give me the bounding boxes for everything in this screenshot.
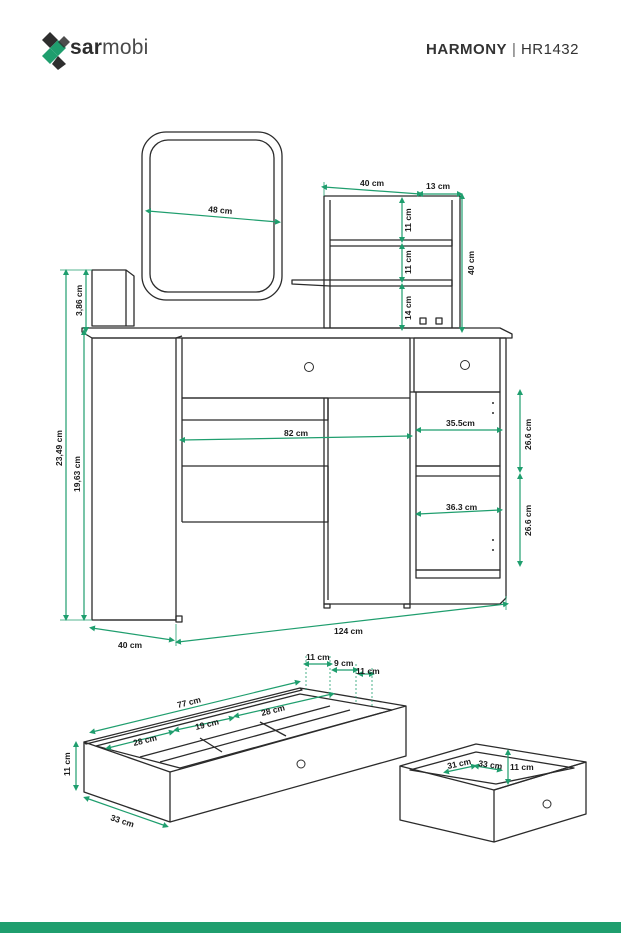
dim-drawer-a-comp2: 9 cm — [334, 658, 354, 668]
drawer-a-outline — [83, 687, 407, 823]
drawer-b-outline — [399, 743, 587, 843]
brand-prefix: sar — [70, 36, 103, 59]
right-drawer — [413, 337, 501, 393]
knob-icon — [542, 799, 552, 809]
dim-shelf-gap-bottom: 14 cm — [403, 295, 413, 320]
dim-drawer-a-comp1: 11 cm — [306, 652, 330, 662]
brand-wordmark: sarmobi — [70, 36, 148, 60]
dim-shelf-gap-mid: 11 cm — [403, 250, 413, 274]
dim-shelf-width: 40 cm — [360, 178, 385, 188]
dim-drawer-b-depth: 33 cm — [478, 758, 504, 771]
dim-knee-width: 82 cm — [284, 428, 309, 438]
dim-desk-depth: 40 cm — [118, 640, 143, 650]
product-separator: | — [512, 41, 516, 58]
back-riser — [91, 269, 135, 327]
dim-drawer-a-seg-left: 28 cm — [132, 732, 158, 748]
dim-cabinet-width-top: 35.5cm — [446, 418, 475, 428]
dim-shelf-depth: 13 cm — [426, 181, 451, 191]
dim-drawer-a-depth: 33 cm — [109, 812, 135, 829]
shelf-unit — [323, 195, 461, 329]
dim-cabinet-width-bottom: 36.3 cm — [446, 502, 478, 512]
desk-top — [81, 327, 513, 339]
dim-mirror-width: 48 cm — [208, 204, 233, 216]
sarmobi-logo-icon — [42, 32, 70, 70]
knob-icon — [296, 759, 306, 769]
drawer-knobs — [296, 360, 552, 809]
dimension-lines — [60, 182, 523, 828]
left-pedestal — [91, 337, 177, 621]
dim-shelf-gap-top: 11 cm — [403, 208, 413, 232]
dim-desk-height: 19,63 cm — [72, 456, 82, 492]
header: sarmobi HARMONY|HR1432 — [0, 0, 621, 80]
dim-total-height: 23,49 cm — [54, 430, 64, 466]
brand-suffix: mobi — [102, 36, 149, 59]
hinge-dots — [492, 402, 494, 551]
dim-shelf-height-total: 40 cm — [466, 250, 476, 275]
dim-drawer-b-height: 11 cm — [510, 762, 534, 772]
dim-drawer-a-seg-mid: 19 cm — [194, 716, 220, 732]
center-drawer — [181, 337, 411, 399]
knob-icon — [460, 360, 470, 370]
product-name: HARMONY — [426, 41, 508, 58]
mirror-frame-outer — [141, 131, 283, 301]
dim-drawer-b-width: 31 cm — [446, 756, 472, 771]
dim-cabinet-height-top: 26.6 cm — [523, 418, 533, 450]
dim-cabinet-height-bottom: 26.6 cm — [523, 504, 533, 536]
product-title: HARMONY|HR1432 — [426, 41, 579, 58]
knob-icon — [304, 362, 314, 372]
dresser-outline — [81, 131, 513, 623]
dim-drawer-a-comp3: 11 cm — [356, 666, 380, 676]
product-code: HR1432 — [520, 41, 579, 58]
dim-drawer-a-length: 77 cm — [176, 694, 202, 710]
dim-riser-height: 3,86 cm — [74, 284, 84, 316]
footer-accent-bar — [0, 922, 621, 933]
dim-drawer-a-seg-right: 28 cm — [260, 702, 286, 718]
dim-drawer-a-height: 11 cm — [62, 752, 72, 776]
dim-desk-width: 124 cm — [334, 626, 363, 636]
